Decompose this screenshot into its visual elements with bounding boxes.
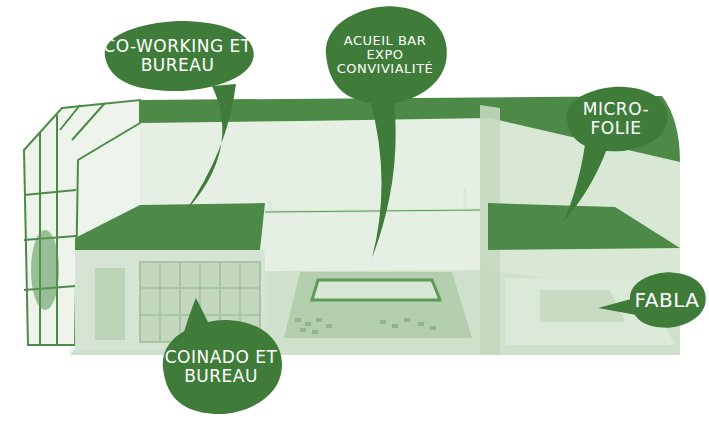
- callout-text: ACUEIL BAR EXPO CONVIVIALITÉ: [326, 34, 444, 77]
- door: [95, 268, 125, 340]
- callout-text: MICRO- FOLIE: [568, 100, 664, 137]
- speech-bubble: MICRO- FOLIE: [560, 84, 672, 154]
- callout-text: FABLA: [635, 289, 700, 311]
- seats: [295, 318, 436, 334]
- front-volume: [70, 118, 680, 355]
- speech-bubble: COINADO ET BUREAU: [155, 316, 287, 418]
- speech-bubble: CO-WORKING ET BUREAU: [95, 18, 260, 94]
- callout-text: CO-WORKING ET BUREAU: [103, 37, 252, 74]
- left-mezzanine: [75, 203, 265, 250]
- bubble-text-group: ACUEIL BAR EXPO CONVIVIALITÉ: [326, 34, 444, 77]
- right-mezzanine: [488, 203, 680, 250]
- callout-text: COINADO ET BUREAU: [163, 348, 279, 385]
- bubble-text-group: MICRO- FOLIE: [568, 100, 664, 137]
- speech-bubble: FABLA: [625, 270, 709, 330]
- carpet-inner: [312, 280, 440, 300]
- carpet: [284, 272, 472, 338]
- bubble-text-group: CO-WORKING ET BUREAU: [103, 37, 252, 74]
- bubble-text-group: FABLA: [635, 289, 700, 311]
- bridge: [265, 188, 480, 214]
- bridge-edge: [265, 210, 480, 212]
- plants: [31, 230, 59, 310]
- speech-bubble: ACUEIL BAR EXPO CONVIVIALITÉ: [318, 2, 452, 108]
- bubble-text-group: COINADO ET BUREAU: [163, 348, 279, 385]
